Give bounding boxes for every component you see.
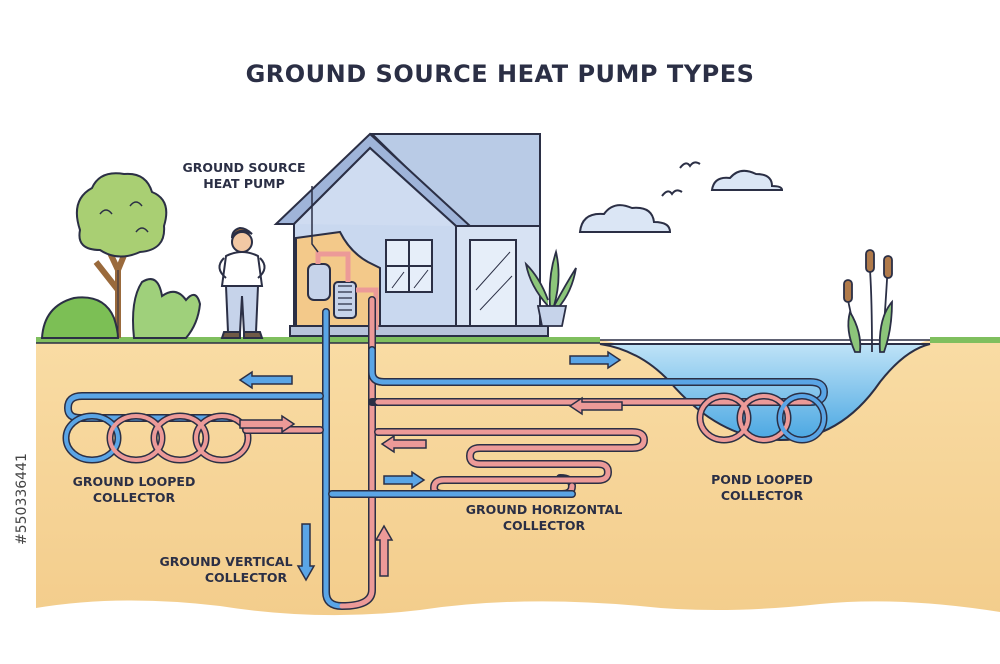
cloud-icon bbox=[578, 204, 672, 233]
ground-horizontal-collector-pipe bbox=[328, 428, 648, 498]
bush bbox=[40, 278, 202, 339]
arrow-right-icon bbox=[239, 414, 296, 434]
pond-looped-collector-pipe bbox=[368, 346, 828, 444]
flow-arrows bbox=[238, 350, 623, 582]
arrow-right-icon bbox=[383, 470, 426, 490]
ground-vertical-collector-pipe bbox=[322, 296, 376, 610]
arrow-up-icon bbox=[374, 524, 394, 577]
arrow-right-icon bbox=[569, 350, 622, 370]
pipes bbox=[62, 296, 828, 610]
house bbox=[273, 132, 549, 337]
svg-text:COLLECTOR: COLLECTOR bbox=[93, 490, 176, 505]
potted-plant bbox=[524, 248, 577, 327]
svg-text:GROUND VERTICAL: GROUND VERTICAL bbox=[159, 554, 292, 569]
svg-text:GROUND LOOPED: GROUND LOOPED bbox=[73, 474, 196, 489]
arrow-left-icon bbox=[380, 434, 427, 454]
arrow-down-icon bbox=[296, 523, 316, 582]
tree bbox=[76, 172, 168, 338]
svg-text:GROUND HORIZONTAL: GROUND HORIZONTAL bbox=[466, 502, 623, 517]
svg-text:GROUND SOURCE: GROUND SOURCE bbox=[183, 160, 306, 175]
reed-plant bbox=[843, 249, 893, 353]
label-pond-looped-collector: POND LOOPED COLLECTOR bbox=[711, 472, 813, 503]
pond bbox=[599, 343, 931, 442]
label-ground-vertical-collector: GROUND VERTICAL COLLECTOR bbox=[159, 554, 292, 585]
label-ground-horizontal-collector: GROUND HORIZONTAL COLLECTOR bbox=[466, 502, 623, 533]
svg-text:COLLECTOR: COLLECTOR bbox=[205, 570, 288, 585]
label-ground-source-heat-pump: GROUND SOURCE HEAT PUMP bbox=[183, 160, 306, 191]
svg-text:COLLECTOR: COLLECTOR bbox=[721, 488, 804, 503]
diagram-title: GROUND SOURCE HEAT PUMP TYPES bbox=[246, 60, 755, 88]
cloud-icon bbox=[710, 169, 784, 191]
label-ground-looped-collector: GROUND LOOPED COLLECTOR bbox=[73, 474, 196, 505]
svg-text:POND LOOPED: POND LOOPED bbox=[711, 472, 813, 487]
stock-id: #550336441 bbox=[14, 453, 30, 545]
arrow-left-icon bbox=[238, 370, 293, 390]
svg-text:COLLECTOR: COLLECTOR bbox=[503, 518, 586, 533]
person bbox=[218, 226, 266, 339]
heat-pump-callout-line bbox=[311, 186, 319, 253]
svg-text:HEAT PUMP: HEAT PUMP bbox=[203, 176, 285, 191]
arrow-left-icon bbox=[568, 396, 623, 416]
bird-icon bbox=[661, 161, 701, 197]
